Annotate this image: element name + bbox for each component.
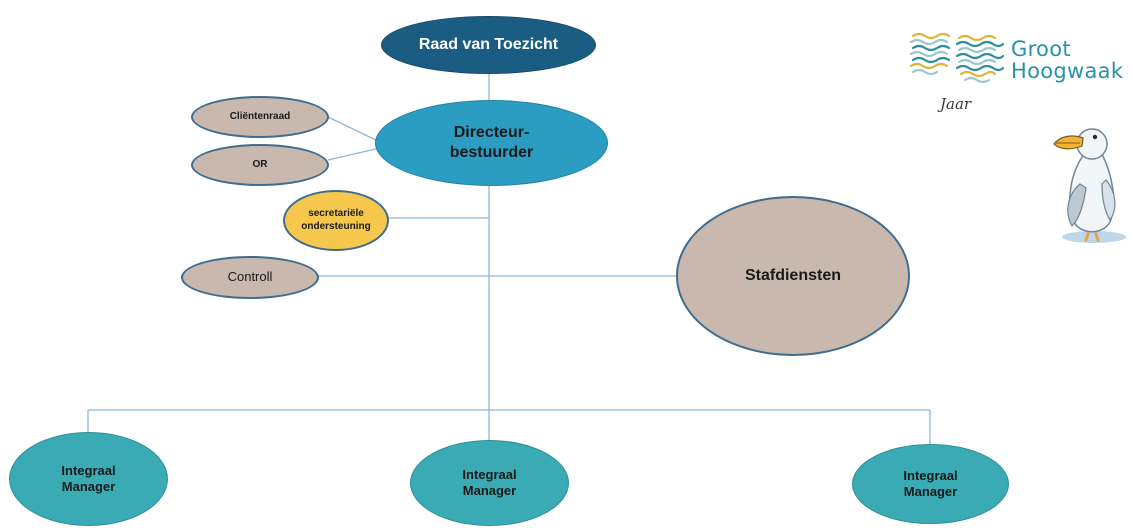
node-clientenraad: Cliëntenraad (191, 96, 329, 138)
connector-or-directeur (327, 147, 381, 161)
node-manager-right-label-2: Manager (903, 484, 958, 499)
node-directeur-label-2: bestuurder (449, 144, 534, 161)
node-manager-center-label-2: Manager (462, 483, 517, 498)
node-integraal-manager-left: Integraal Manager (9, 432, 168, 526)
node-raad-van-toezicht: Raad van Toezicht (381, 16, 596, 74)
logo-title-line1: Groot (1011, 37, 1071, 61)
node-secretariele-label-1: secretariële (308, 208, 364, 219)
connector-clientenraad-directeur (327, 116, 381, 143)
node-or: OR (191, 144, 329, 186)
logo-title: Groot Hoogwaak (1011, 38, 1123, 82)
node-manager-right-label-1: Integraal (903, 467, 958, 483)
seagull-mascot-icon (1053, 128, 1126, 243)
logo-title-line2: Hoogwaak (1011, 59, 1124, 84)
node-raad-label: Raad van Toezicht (418, 36, 559, 53)
node-secretariele-label-2: ondersteuning (301, 220, 371, 232)
node-integraal-manager-right: Integraal Manager (852, 444, 1009, 524)
logo-script: Jaar (940, 95, 972, 113)
node-secretariele-ondersteuning: secretariële ondersteuning (283, 190, 389, 251)
node-clientenraad-label: Cliëntenraad (229, 110, 291, 122)
node-manager-center-label-1: Integraal (462, 466, 517, 482)
node-integraal-manager-center: Integraal Manager (410, 440, 569, 526)
node-stafdiensten: Stafdiensten (676, 196, 910, 356)
node-controll: Controll (181, 256, 319, 299)
node-manager-left-label-1: Integraal (61, 462, 116, 478)
node-directeur-bestuurder: Directeur- bestuurder (375, 100, 608, 186)
node-or-label: OR (252, 158, 268, 170)
node-controll-label: Controll (227, 269, 273, 285)
node-stafdiensten-label: Stafdiensten (744, 267, 841, 284)
wave-logo-icon (909, 32, 1005, 84)
node-manager-left-label-2: Manager (61, 479, 116, 494)
node-directeur-label-1: Directeur- (453, 124, 530, 141)
